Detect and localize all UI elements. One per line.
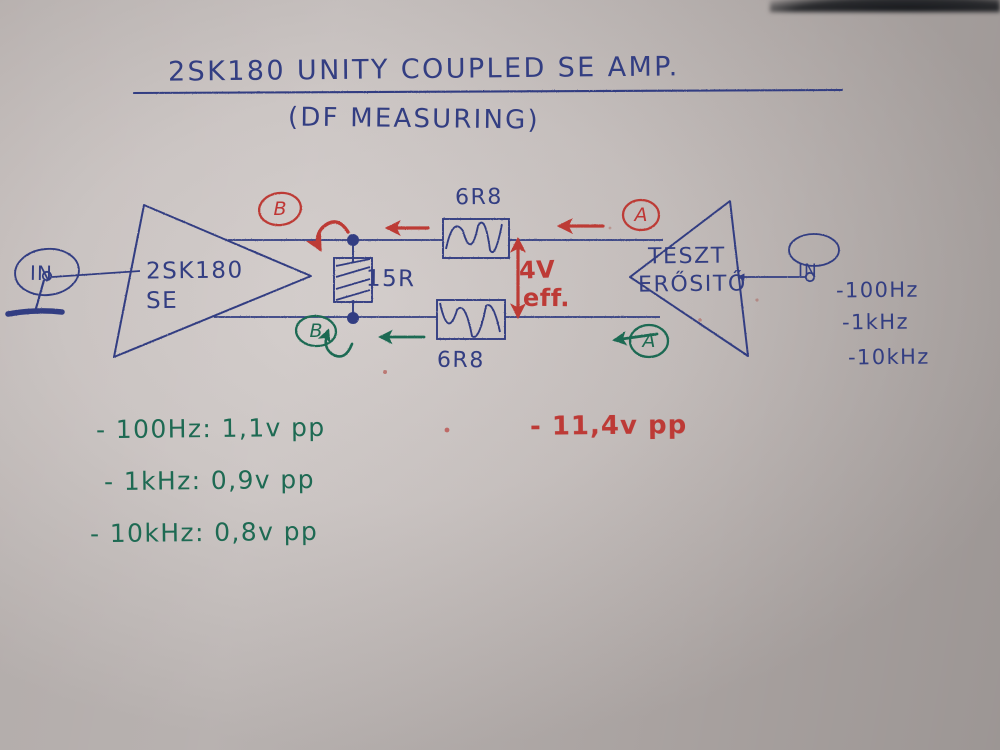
green-flow-arrow-right: [612, 331, 659, 346]
measurement-green-item: - 1kHz: 0,9v pp: [103, 464, 316, 497]
resistor-top-box: [442, 218, 510, 259]
ink-speck: [444, 427, 450, 433]
right-input-terminal-dot: [804, 271, 816, 283]
probe-circle-b-red: [257, 191, 303, 227]
page-title: 2SK180 UNITY COUPLED SE AMP.: [167, 51, 680, 88]
potentiometer-value-label: 15R: [365, 265, 416, 293]
resistor-bottom-waveform: [439, 302, 501, 338]
left-input-terminal-dot: [41, 270, 53, 282]
red-curved-arrow-to-node-b: [306, 220, 350, 252]
pot-body-box: [333, 257, 373, 303]
ink-speck: [608, 226, 612, 230]
frequency-list-item: -10kHz: [847, 344, 930, 370]
voltage-value-label: 4V: [518, 255, 556, 285]
title-underline: [132, 88, 844, 95]
ground-stem: [33, 279, 46, 313]
pot-coil-winding: [335, 258, 371, 301]
probe-circle-b-green: [294, 314, 338, 348]
frequency-list-item: -1kHz: [841, 309, 910, 335]
page-subtitle: (DF MEASURING): [287, 102, 541, 136]
ink-speck: [698, 318, 702, 322]
ink-speck: [755, 298, 759, 302]
right-input-label: IN: [798, 261, 818, 281]
ink-speck: [383, 370, 387, 374]
probe-label-a-red: A: [634, 204, 648, 226]
left-input-wire: [51, 270, 141, 278]
left-amplifier-triangle: [113, 204, 312, 358]
left-amplifier-label-line1: 2SK180: [145, 257, 244, 285]
probe-label-a-green: A: [642, 330, 656, 352]
left-input-label: IN: [29, 260, 54, 286]
resistor-bottom-value-label: 6R8: [436, 347, 485, 374]
measurement-green-item: - 100Hz: 1,1v pp: [95, 412, 326, 445]
resistor-top-waveform: [445, 221, 503, 254]
voltage-unit-label: eff.: [522, 283, 571, 313]
green-curved-arrow-to-node-b: [317, 328, 354, 358]
measurement-red-total: - 11,4v pp: [529, 410, 688, 442]
right-input-oval: [788, 233, 840, 267]
frequency-list-item: -100Hz: [835, 277, 919, 303]
photo-edge-shadow: [770, 0, 1000, 12]
probe-circle-a-red: [621, 198, 661, 232]
probe-circle-a-green: [628, 323, 670, 359]
resistor-bottom-box: [436, 299, 506, 340]
resistor-top-value-label: 6R8: [454, 184, 503, 211]
probe-label-b-red: B: [273, 198, 287, 220]
left-amplifier-label-line2: SE: [145, 287, 179, 315]
left-input-oval: [14, 247, 80, 297]
measurement-green-item: - 10kHz: 0,8v pp: [89, 516, 319, 549]
right-amplifier-label-line2: ERŐSITŐ: [637, 271, 748, 298]
ground-bar: [5, 308, 65, 317]
probe-label-b-green: B: [309, 320, 323, 342]
right-amplifier-label-line1: TESZT: [647, 243, 726, 270]
